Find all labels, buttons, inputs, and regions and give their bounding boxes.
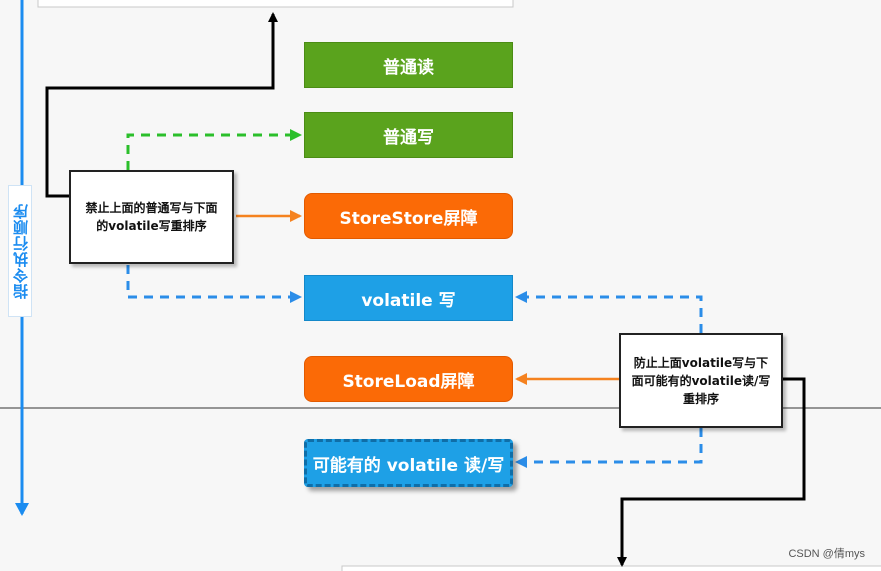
storeload-barrier-box: StoreLoad屏障 xyxy=(304,356,513,402)
bottom-partial-box xyxy=(341,565,881,571)
blue-dashed-arrow-left xyxy=(126,265,302,303)
possible-volatile-label: 可能有的 volatile 读/写 xyxy=(312,455,505,476)
volatile-write-box: volatile 写 xyxy=(304,275,513,321)
storestore-label: StoreStore屏障 xyxy=(339,208,478,229)
timeline-label-text: 指令执行顺序 xyxy=(11,203,30,299)
left-upward-arrow xyxy=(45,12,278,198)
left-note-line1: 禁止上面的普通写与下面 xyxy=(85,201,218,215)
right-note: 防止上面volatile写与下 面可能有的volatile读/写 重排序 xyxy=(619,333,783,428)
top-partial-box xyxy=(37,0,514,8)
volatile-write-label: volatile 写 xyxy=(361,290,456,311)
green-dashed-arrow xyxy=(126,129,302,170)
timeline-label: 指令执行顺序 xyxy=(8,185,32,317)
left-note: 禁止上面的普通写与下面 的volatile写重排序 xyxy=(69,170,234,264)
storeload-label: StoreLoad屏障 xyxy=(342,371,475,392)
storestore-barrier-box: StoreStore屏障 xyxy=(304,193,513,239)
normal-write-box: 普通写 xyxy=(304,112,513,158)
normal-read-label: 普通读 xyxy=(383,57,434,78)
right-downward-arrow xyxy=(617,377,806,567)
blue-dashed-arrow-right-bottom xyxy=(515,428,703,468)
normal-write-label: 普通写 xyxy=(383,127,434,148)
right-note-line3: 重排序 xyxy=(682,391,719,406)
blue-dashed-arrow-right-top xyxy=(515,291,703,333)
right-note-line2: 面可能有的volatile读/写 xyxy=(631,373,771,388)
possible-volatile-box: 可能有的 volatile 读/写 xyxy=(304,439,513,487)
left-note-line2: 的volatile写重排序 xyxy=(96,219,207,233)
normal-read-box: 普通读 xyxy=(304,42,513,88)
right-note-line1: 防止上面volatile写与下 xyxy=(633,355,769,370)
watermark: CSDN @倩mys xyxy=(788,548,865,560)
